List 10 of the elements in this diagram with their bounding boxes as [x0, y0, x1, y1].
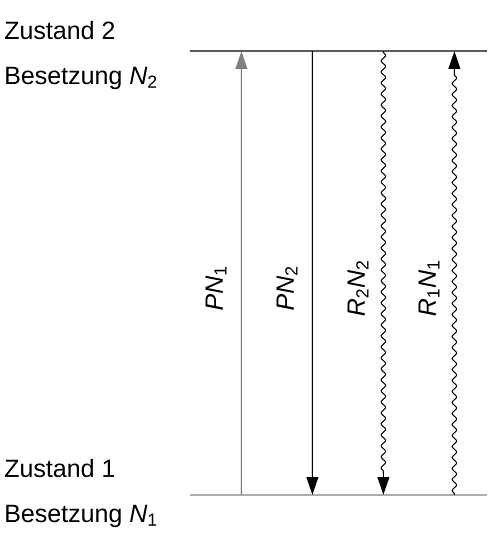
energy-level-line	[189, 494, 488, 496]
edge-label: R$_{2}$N$_{2}$	[348, 261, 368, 316]
edge-label: PN$_{1}$	[206, 266, 226, 310]
level-label: Zustand 1	[5, 458, 114, 478]
edge-label: PN$_{2}$	[276, 266, 298, 310]
edge-label: R$_{1}$N$_{1}$	[418, 261, 440, 316]
level-label: Besetzung N$_{1}$	[6, 504, 156, 528]
energy-level-line	[189, 50, 488, 52]
level-label: Zustand 2	[5, 20, 114, 40]
level-label: Besetzung N$_{2}$	[6, 66, 156, 90]
